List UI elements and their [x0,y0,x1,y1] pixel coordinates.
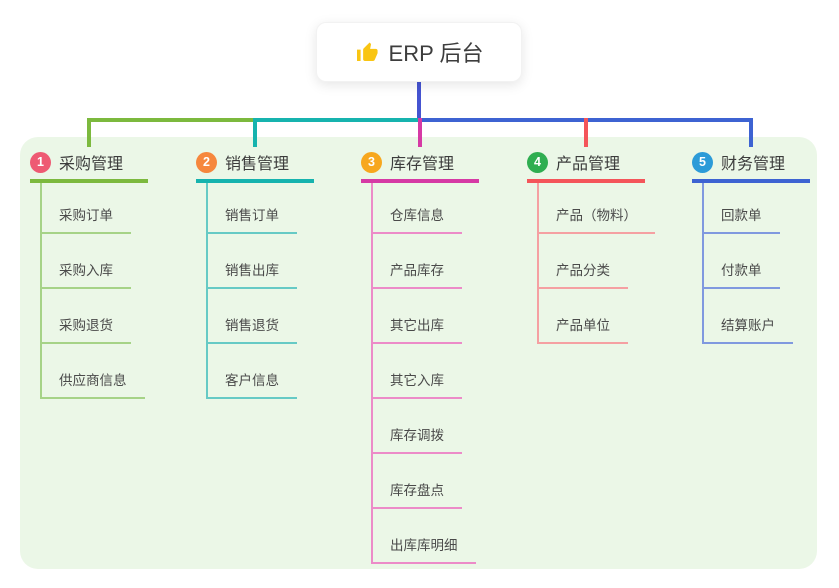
branch-label: 产品管理 [556,156,621,173]
branch-connector-drop-4 [584,118,588,147]
connector-segment-mid [253,118,422,122]
branch-number-badge: 2 [196,151,217,173]
root-stem-line [417,82,421,122]
sub-item[interactable]: 采购订单 [42,183,131,234]
sub-item[interactable]: 库存调拨 [373,399,462,454]
branch-connector-drop-1 [87,118,91,147]
sub-item[interactable]: 采购退货 [42,289,131,344]
branch-node-5: 5 财务管理 回款单付款单结算账户 [692,148,822,344]
sub-item[interactable]: 库存盘点 [373,454,462,509]
sub-item[interactable]: 产品（物料） [539,183,655,234]
sub-item[interactable]: 其它入库 [373,344,462,399]
sub-item[interactable]: 产品分类 [539,234,628,289]
branch-node-4: 4 产品管理 产品（物料）产品分类产品单位 [527,148,657,344]
sub-item[interactable]: 出库库明细 [373,509,476,564]
branch-number-badge: 5 [692,151,713,173]
branch-title-3[interactable]: 3 库存管理 [361,148,479,183]
branch-label: 采购管理 [59,156,124,173]
branch-label: 库存管理 [390,156,455,173]
sub-item[interactable]: 其它出库 [373,289,462,344]
branch-label: 财务管理 [721,156,786,173]
branch-node-1: 1 采购管理 采购订单采购入库采购退货供应商信息 [30,148,160,399]
branch-number-badge: 1 [30,151,51,173]
branch-connector-drop-5 [749,118,753,147]
sub-item[interactable]: 结算账户 [704,289,793,344]
branch-item-list: 回款单付款单结算账户 [702,183,822,344]
sub-item[interactable]: 销售订单 [208,183,297,234]
branch-node-2: 2 销售管理 销售订单销售出库销售退货客户信息 [196,148,326,399]
connector-segment-left [87,118,257,122]
branch-item-list: 产品（物料）产品分类产品单位 [537,183,657,344]
branch-number-badge: 4 [527,151,548,173]
branch-connector-drop-2 [253,118,257,147]
branch-title-4[interactable]: 4 产品管理 [527,148,645,183]
branch-item-list: 仓库信息产品库存其它出库其它入库库存调拨库存盘点出库库明细 [371,183,491,564]
sub-item[interactable]: 采购入库 [42,234,131,289]
root-title: ERP 后台 [388,41,484,66]
branch-number-badge: 3 [361,151,382,173]
sub-item[interactable]: 仓库信息 [373,183,462,234]
branch-connector-drop-3 [418,118,422,147]
sub-item[interactable]: 销售退货 [208,289,297,344]
branch-item-list: 采购订单采购入库采购退货供应商信息 [40,183,160,399]
branch-title-5[interactable]: 5 财务管理 [692,148,810,183]
sub-item[interactable]: 客户信息 [208,344,297,399]
sub-item[interactable]: 产品库存 [373,234,462,289]
sub-item[interactable]: 销售出库 [208,234,297,289]
branch-title-2[interactable]: 2 销售管理 [196,148,314,183]
sub-item[interactable]: 供应商信息 [42,344,145,399]
branch-title-1[interactable]: 1 采购管理 [30,148,148,183]
branch-node-3: 3 库存管理 仓库信息产品库存其它出库其它入库库存调拨库存盘点出库库明细 [361,148,491,564]
sub-item[interactable]: 产品单位 [539,289,628,344]
sub-item[interactable]: 回款单 [704,183,780,234]
branch-label: 销售管理 [225,156,290,173]
mindmap-panel [20,137,817,569]
root-node[interactable]: ERP 后台 [316,22,522,82]
branch-item-list: 销售订单销售出库销售退货客户信息 [206,183,326,399]
thumbs-up-icon [355,40,379,64]
sub-item[interactable]: 付款单 [704,234,780,289]
